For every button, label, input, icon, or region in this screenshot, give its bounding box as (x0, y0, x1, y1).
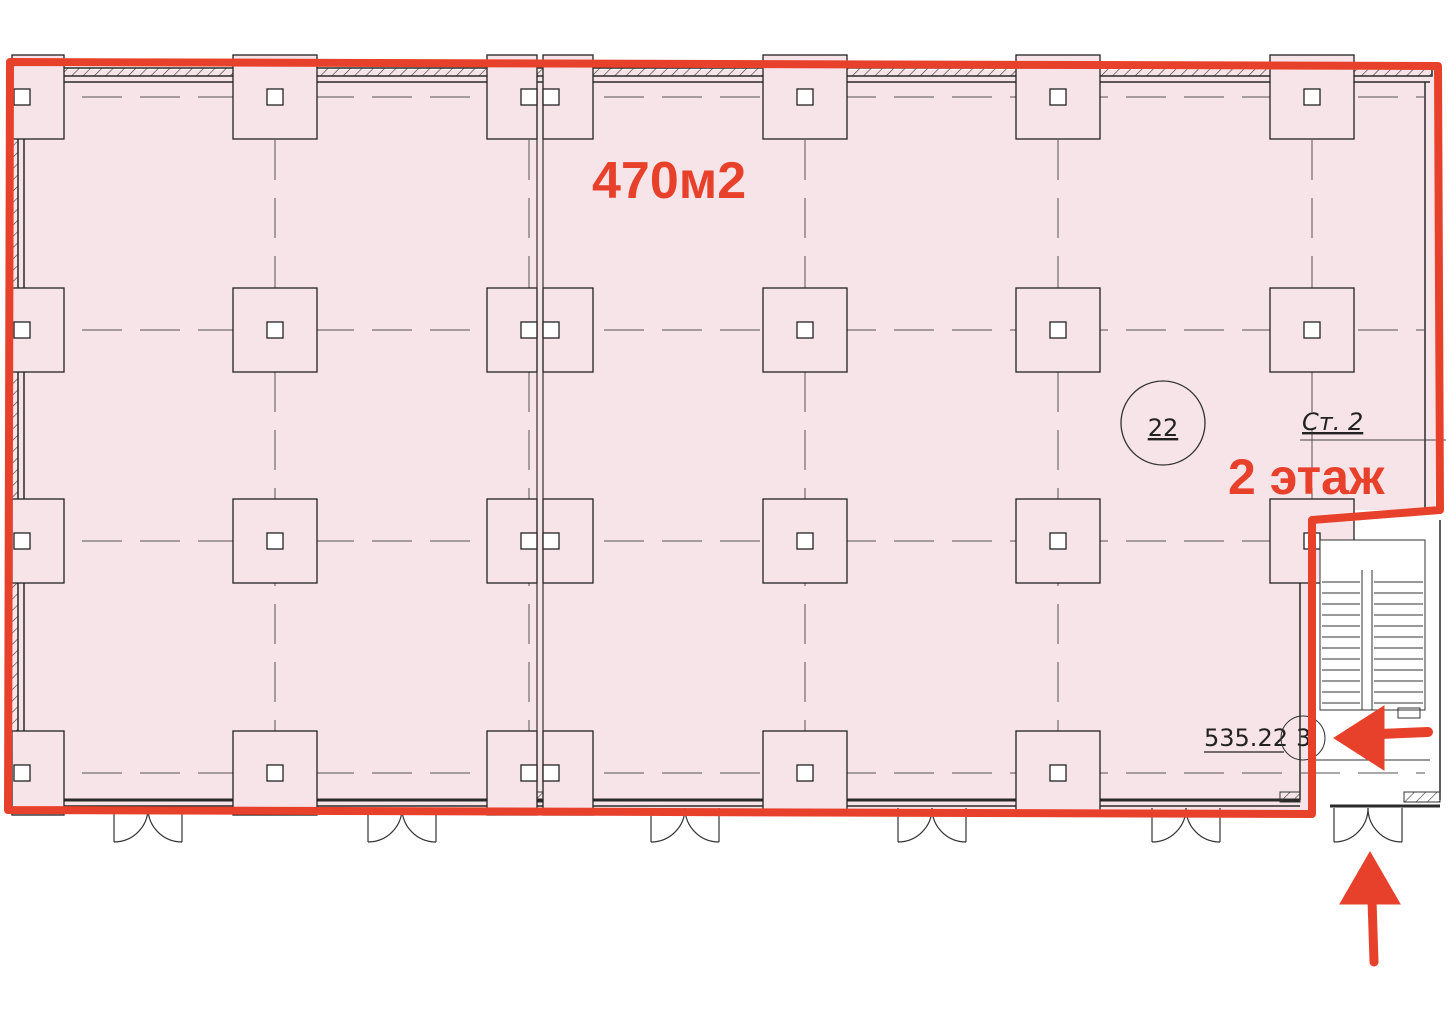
column-core (266, 532, 284, 550)
column-core (266, 88, 284, 106)
room-number-circle (1120, 380, 1206, 466)
column-core (13, 88, 31, 106)
column-core (520, 764, 538, 782)
elevation-suffix: 3 (1296, 724, 1311, 752)
door-swing-arc (1367, 807, 1403, 843)
column-core (266, 764, 284, 782)
area-highlight-outline (4, 58, 1444, 818)
column-core (1049, 532, 1067, 550)
column-core (266, 321, 284, 339)
column-core (1049, 321, 1067, 339)
column-core (796, 532, 814, 550)
stair-label: Ст. 2 (1302, 408, 1363, 436)
column-core (13, 532, 31, 550)
elevation-label: 535.22 (1204, 724, 1288, 752)
area-label: 470м2 (592, 152, 746, 210)
column-core (1303, 321, 1321, 339)
elevation-marker (1280, 715, 1326, 761)
column-core (542, 88, 560, 106)
floor-label: 2 этаж (1228, 449, 1385, 505)
column-core (796, 764, 814, 782)
column-core (13, 764, 31, 782)
staircase (1310, 539, 1430, 761)
column-core (1303, 88, 1321, 106)
door-openings (113, 807, 1403, 843)
column-core (542, 532, 560, 550)
column-core (796, 88, 814, 106)
column-core (1049, 764, 1067, 782)
door-swing-arc (1333, 807, 1369, 843)
room-area-fill (12, 70, 1435, 810)
column-core (13, 321, 31, 339)
room-number: 22 (1148, 414, 1179, 442)
column-core (520, 532, 538, 550)
column-core (542, 321, 560, 339)
structural-columns (11, 54, 1355, 816)
partition-line (536, 76, 544, 800)
column-core (542, 764, 560, 782)
column-core (520, 88, 538, 106)
column-core (796, 321, 814, 339)
arrow-left-icon (1333, 705, 1433, 771)
arrow-up-icon (1339, 850, 1401, 967)
column-core (1049, 88, 1067, 106)
column-core (520, 321, 538, 339)
